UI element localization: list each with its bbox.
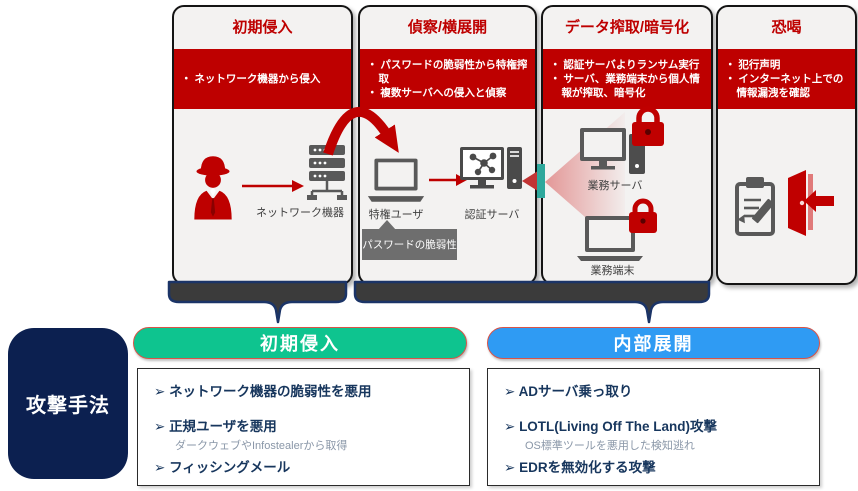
network-device-label: ネットワーク機器 (256, 207, 344, 219)
teal-bar-icon (537, 164, 545, 198)
password-callout: パスワードの脆弱性 (362, 220, 457, 260)
phase-bullet: 認証サーバよりランサム実行 (550, 58, 708, 72)
phase-title: 恐喝 (771, 19, 802, 36)
phase-summary-band: 犯行声明 インターネット上での情報漏洩を確認 (718, 49, 855, 109)
group-header-internal-expansion: 内部展開 (487, 327, 820, 359)
phase-title: データ搾取/暗号化 (564, 19, 690, 36)
phase-bullet: パスワードの脆弱性から特権搾取 (367, 58, 532, 86)
privileged-user-laptop-icon (367, 158, 425, 202)
group-header-initial-intrusion: 初期侵入 (133, 327, 467, 359)
auth-server-label: 認証サーバ (464, 209, 520, 221)
attack-methods-label: 攻撃手法 (8, 328, 128, 479)
phase-title: 偵察/横展開 (407, 19, 488, 36)
attack-item-sub: OS標準ツールを悪用した検知逃れ (525, 440, 695, 452)
business-server-icon (580, 106, 664, 174)
attack-item: EDRを無効化する攻撃 (504, 456, 811, 476)
phase-summary-band: ネットワーク機器から侵入 (174, 49, 351, 109)
arrow-icon (242, 180, 304, 192)
statement-clipboard-icon (735, 177, 775, 236)
attacker-spy-icon (194, 156, 232, 220)
phase-summary-band: パスワードの脆弱性から特権搾取 複数サーバへの侵入と偵察 (360, 49, 535, 109)
phase-bullet: 犯行声明 (725, 58, 852, 72)
attack-methods-internal-expansion: ADサーバ乗っ取り LOTL(Living Off The Land)攻撃 OS… (487, 368, 820, 486)
attack-methods-initial-intrusion: ネットワーク機器の脆弱性を悪用 正規ユーザを悪用 ダークウェブやInfostea… (137, 368, 470, 486)
phase-bullet: ネットワーク機器から侵入 (181, 72, 348, 86)
exit-door-icon (788, 170, 834, 236)
business-server-label: 業務サーバ (587, 180, 643, 192)
business-terminal-icon (577, 198, 657, 261)
left-arrowhead-icon (522, 169, 541, 193)
attack-item: フィッシングメール (154, 456, 461, 476)
lock-icon (632, 106, 664, 146)
enter-arrow-icon (804, 190, 834, 212)
phase-summary-band: 認証サーバよりランサム実行 サーバ、業務端末から個人情報が搾取、暗号化 (543, 49, 711, 109)
lock-icon (629, 198, 657, 233)
curved-arrow-icon (323, 106, 399, 156)
phase-bullet: 複数サーバへの侵入と偵察 (367, 86, 532, 100)
auth-server-icon (460, 147, 522, 189)
business-terminal-label: 業務端末 (590, 265, 635, 277)
attack-item: ネットワーク機器の脆弱性を悪用 (154, 380, 461, 400)
brace-initial-intrusion (167, 280, 348, 324)
arrow-icon (429, 174, 467, 186)
grouping-braces (167, 280, 711, 324)
attack-item: LOTL(Living Off The Land)攻撃 (504, 415, 811, 435)
attack-item: ADサーバ乗っ取り (504, 380, 811, 400)
attack-item-sub: ダークウェブやInfostealerから取得 (175, 440, 348, 452)
brace-internal-expansion (353, 280, 711, 324)
phase-card-extortion: 恐喝 犯行声明 インターネット上での情報漏洩を確認 (716, 5, 857, 285)
phase-bullet: インターネット上での情報漏洩を確認 (725, 72, 852, 100)
privileged-user-label: 特権ユーザ (368, 209, 424, 221)
phase-bullet: サーバ、業務端末から個人情報が搾取、暗号化 (550, 72, 708, 100)
attack-item: 正規ユーザを悪用 (154, 415, 461, 435)
phase-title: 初期侵入 (232, 19, 293, 36)
pencil-icon (737, 198, 775, 224)
